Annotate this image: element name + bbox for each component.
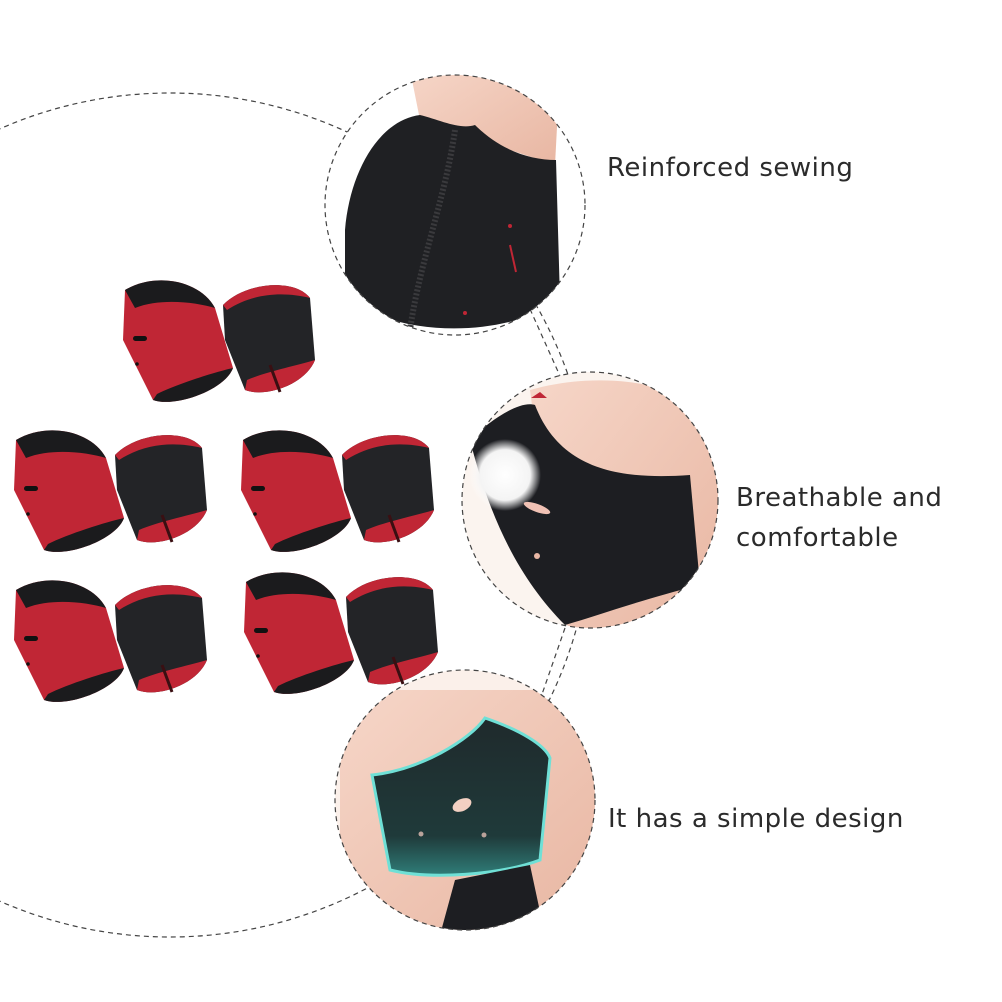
feature-image-simple-design	[335, 670, 595, 930]
feature-image-breathable	[462, 372, 718, 628]
feature-image-reinforced-sewing	[325, 75, 585, 335]
product-sleeves-grid	[14, 280, 440, 702]
feature-label-simple-design: It has a simple design	[608, 804, 904, 834]
feature-label-reinforced-sewing: Reinforced sewing	[607, 153, 854, 183]
feature-label-breathable: Breathable and comfortable	[736, 483, 943, 553]
